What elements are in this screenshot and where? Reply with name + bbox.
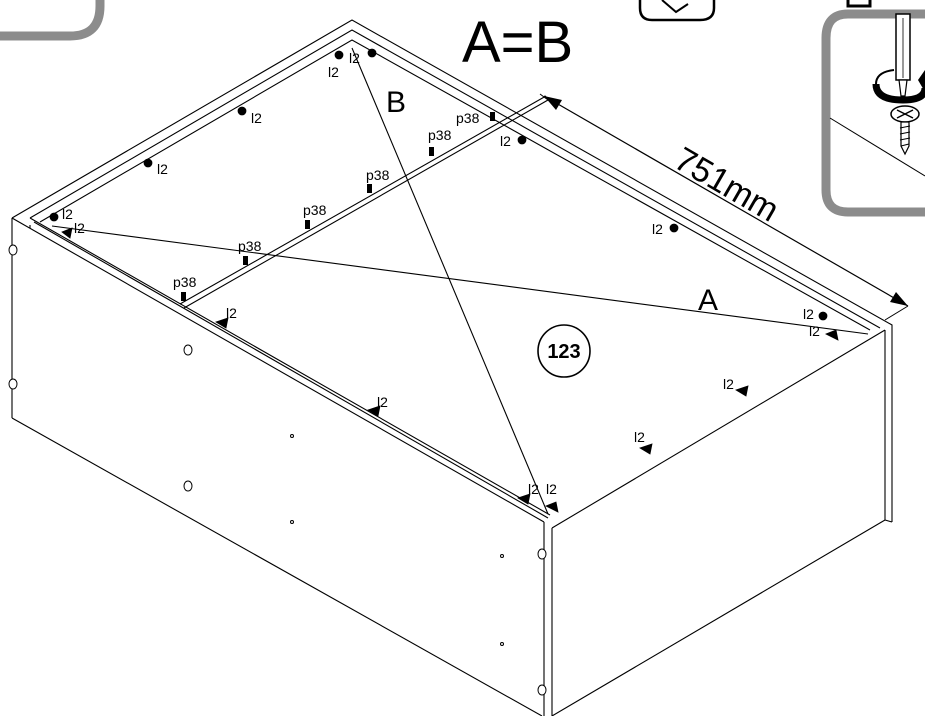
- fitting-label: p38: [173, 274, 197, 290]
- fitting-label: l2: [74, 220, 85, 236]
- fitting-label: l2: [157, 161, 168, 177]
- part-number: 123: [547, 341, 580, 363]
- fitting-label: l2: [809, 323, 820, 339]
- cabinet-body: [11, 19, 893, 717]
- diagonal-a-label: A: [698, 284, 718, 317]
- p38-labels: p38 p38 p38 p38 p38 p38: [173, 110, 480, 290]
- fitting-label: l2: [723, 376, 734, 392]
- dimension-label: 751mm: [668, 140, 785, 230]
- tool-box-icon: [638, 0, 716, 22]
- rotation-arrow-icon: [872, 69, 925, 104]
- fitting-label: l2: [62, 206, 73, 222]
- dowel-holes: [8, 244, 547, 696]
- fitting-label: p38: [456, 110, 480, 126]
- fitting-label: l2: [803, 306, 814, 322]
- fitting-label: l2: [652, 221, 663, 237]
- fitting-label: l2: [528, 481, 539, 497]
- dimension-line: [539, 93, 909, 321]
- previous-step-frame: [0, 0, 105, 41]
- fitting-label: l2: [251, 110, 262, 126]
- fitting-label: l2: [634, 429, 645, 445]
- fitting-label: l2: [546, 481, 557, 497]
- l2-labels: l2 l2 l2 l2 l2 l2 l2 l2 l2 l2 l2 l2 l2 l…: [62, 50, 820, 497]
- fitting-label: l2: [500, 133, 511, 149]
- fitting-label: p38: [238, 238, 262, 254]
- fitting-label: p38: [303, 202, 327, 218]
- fitting-label: l2: [377, 394, 388, 410]
- equation-label: A=B: [462, 10, 573, 75]
- fitting-label: l2: [226, 305, 237, 321]
- p38-fittings: [181, 112, 495, 301]
- screwdriver-icon: [895, 13, 911, 97]
- part-number-badge: 123: [537, 324, 591, 378]
- diagonal-b-label: B: [386, 86, 406, 119]
- screw-icon: [890, 105, 920, 156]
- fitting-label: l2: [349, 50, 360, 66]
- l2-fittings: [49, 48, 839, 513]
- fitting-label: p38: [428, 127, 452, 143]
- fitting-label: p38: [366, 167, 390, 183]
- fitting-label: l2: [328, 64, 339, 80]
- screw-detail-inset: [821, 0, 925, 217]
